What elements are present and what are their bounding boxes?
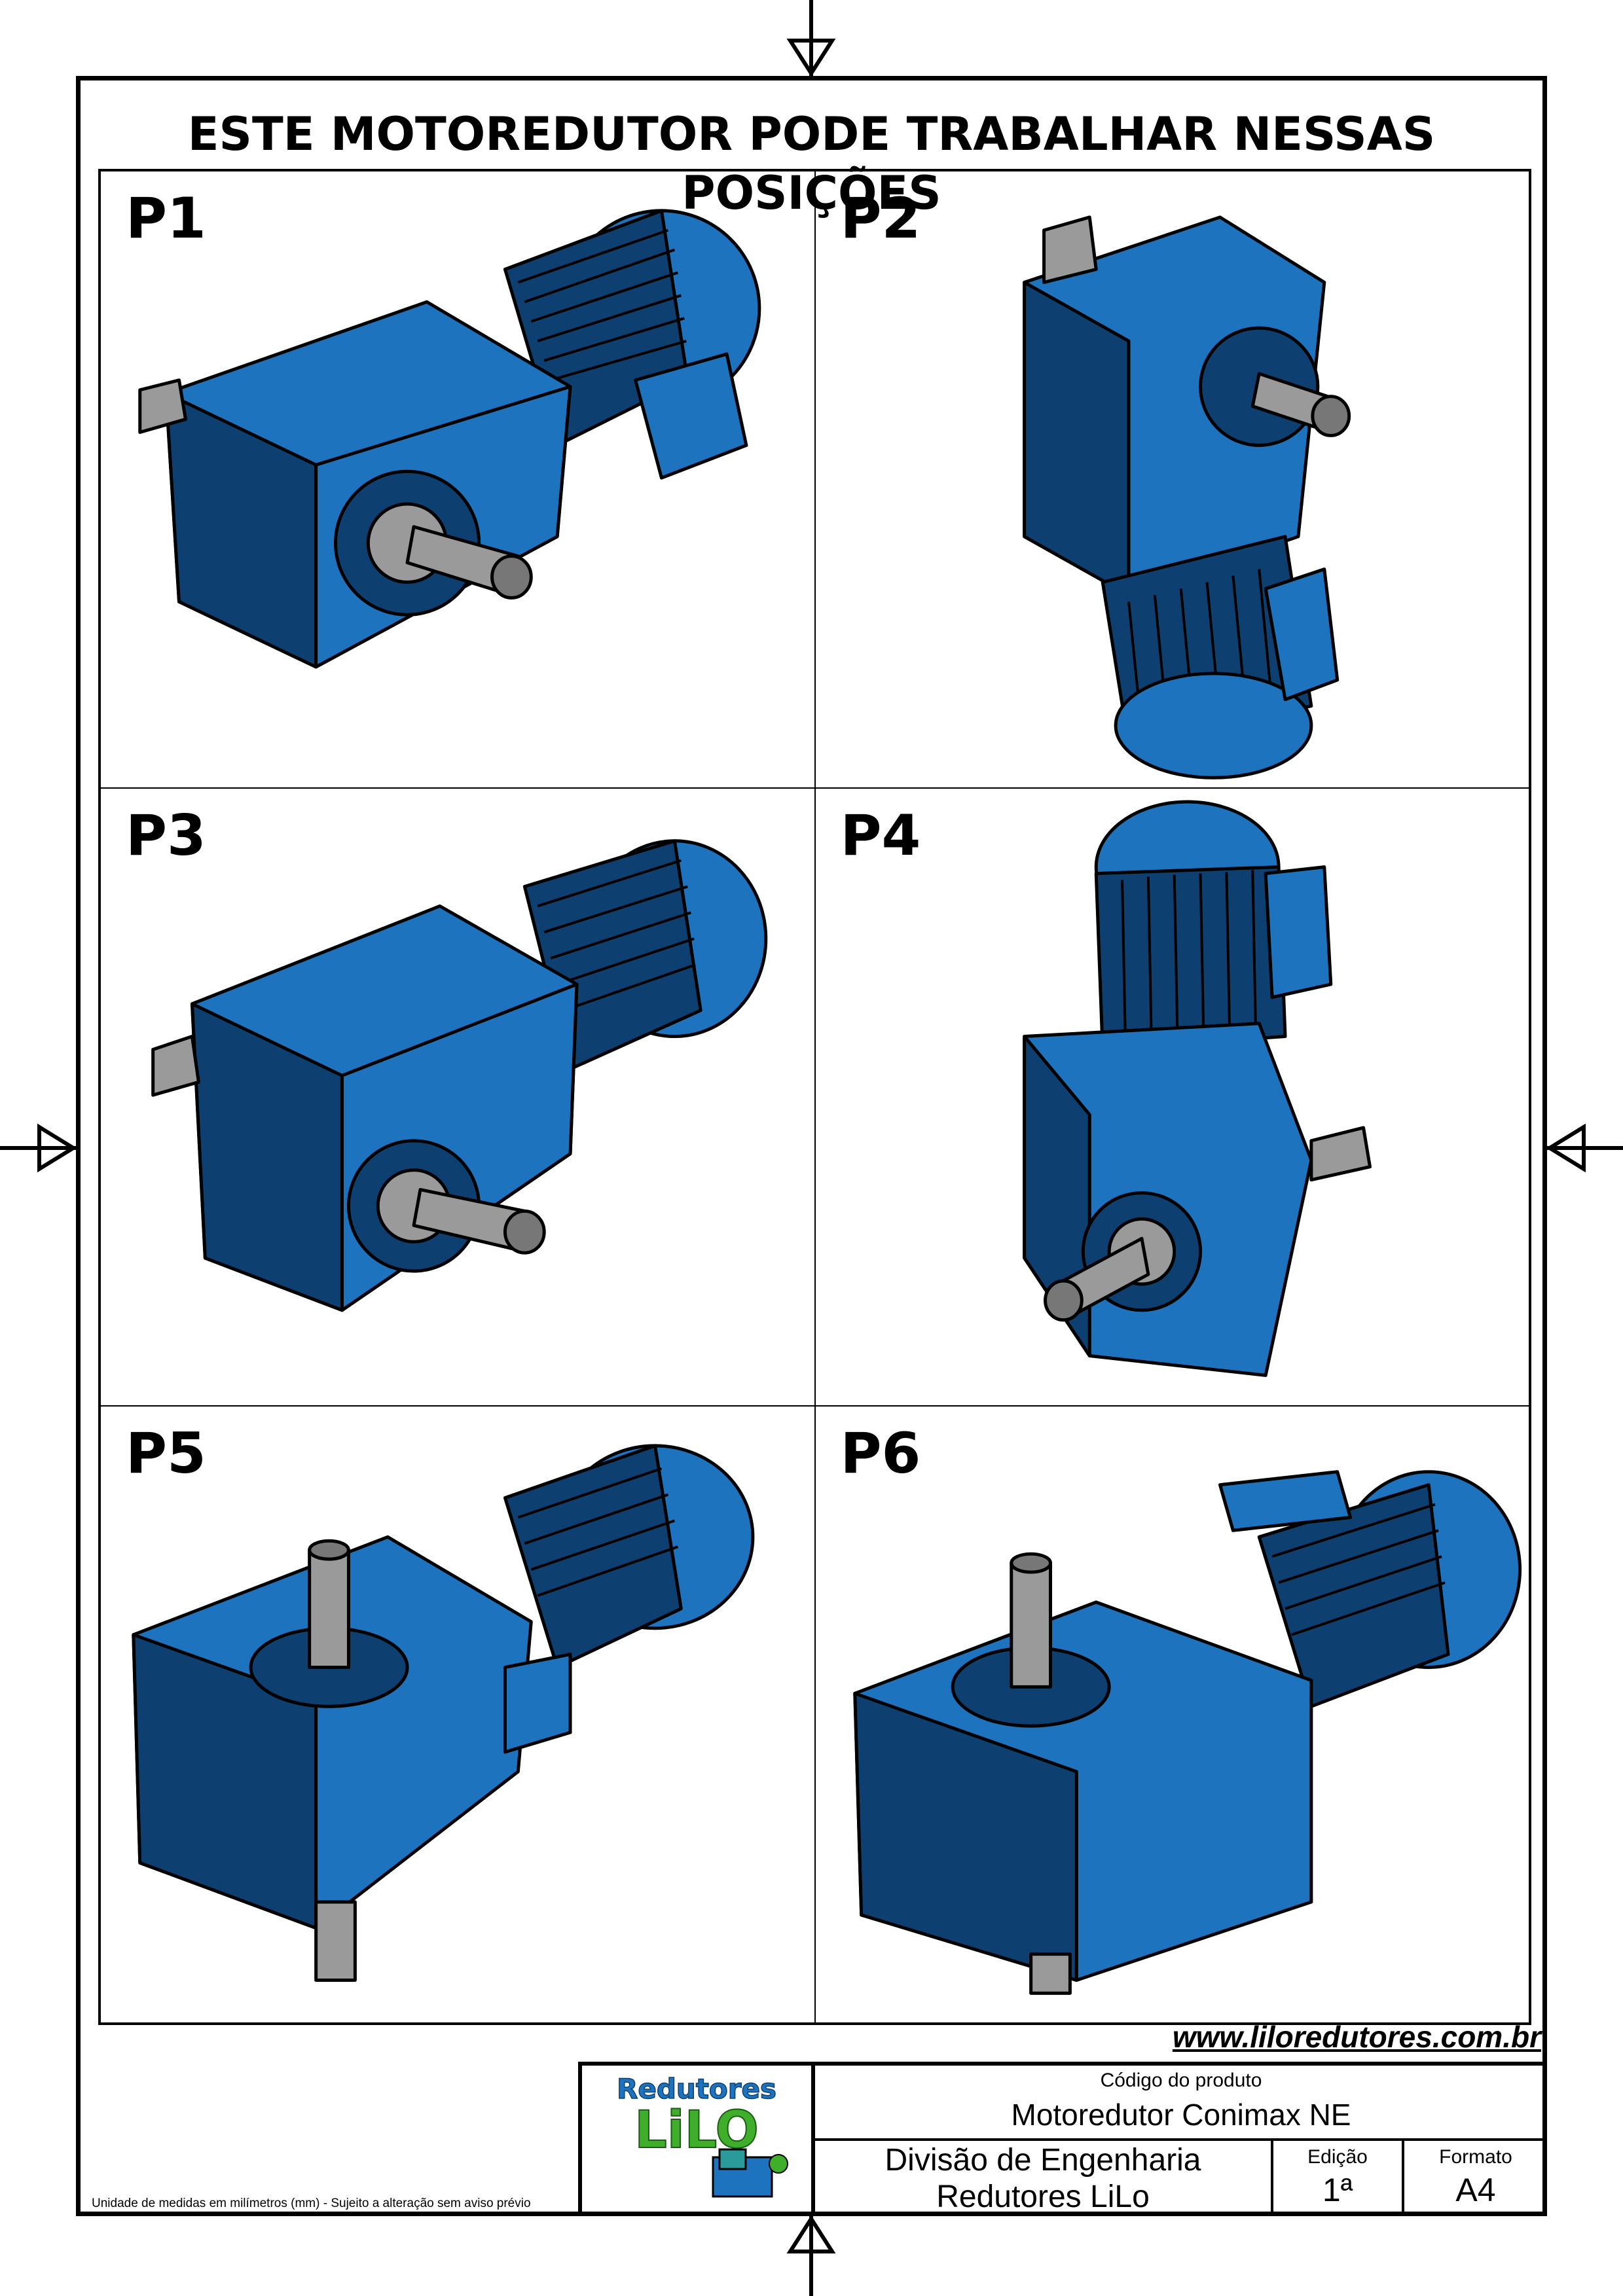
motoreducer-p1-image xyxy=(138,209,761,669)
edition-value: 1ª xyxy=(1322,2172,1353,2208)
edition-label: Edição xyxy=(1307,2146,1368,2168)
motoreducer-p5-image xyxy=(132,1444,755,1982)
format-value: A4 xyxy=(1455,2172,1496,2208)
page-title: ESTE MOTOREDUTOR PODE TRABALHAR NESSAS P… xyxy=(187,107,1436,220)
division-box: Divisão de Engenharia Redutores LiLo xyxy=(815,2141,1273,2216)
motoreducer-p3-image xyxy=(151,839,768,1312)
bottom-center-mark xyxy=(786,2216,836,2296)
position-cell-p6: P6 xyxy=(814,1405,1529,2023)
position-label: P1 xyxy=(126,186,206,251)
edition-box: Edição 1ª xyxy=(1273,2141,1404,2216)
company-logo: Redutores LiLO xyxy=(582,2066,815,2216)
position-label: P2 xyxy=(840,186,921,251)
motoreducer-p2-image xyxy=(1022,215,1351,780)
position-label: P5 xyxy=(126,1420,206,1486)
motoreducer-p4-image xyxy=(1022,800,1372,1378)
format-label: Formato xyxy=(1439,2146,1512,2168)
units-footnote: Unidade de medidas em milímetros (mm) - … xyxy=(92,2197,531,2210)
product-code-label: Código do produto xyxy=(1100,2070,1262,2091)
positions-grid: P1 P2 xyxy=(98,169,1531,2025)
division-line1: Divisão de Engenharia xyxy=(884,2143,1201,2178)
motoreducer-p6-image xyxy=(852,1469,1522,1995)
website-link[interactable]: www.liloredutores.com.br xyxy=(1172,2020,1541,2054)
top-center-mark xyxy=(786,0,836,77)
position-label: P3 xyxy=(126,803,206,869)
position-label: P4 xyxy=(840,803,921,869)
division-line2: Redutores LiLo xyxy=(936,2179,1150,2214)
position-cell-p1: P1 xyxy=(100,171,815,789)
position-label: P6 xyxy=(840,1420,921,1486)
format-box: Formato A4 xyxy=(1404,2141,1547,2216)
left-center-mark xyxy=(0,1123,77,1173)
logo-redutores-text: Redutores xyxy=(617,2073,776,2105)
logo-motor-icon xyxy=(712,2148,788,2198)
right-center-mark xyxy=(1546,1123,1623,1173)
position-cell-p3: P3 xyxy=(100,788,815,1406)
position-cell-p4: P4 xyxy=(814,788,1529,1406)
title-block: Redutores LiLO Código do produto Motored… xyxy=(578,2062,1547,2216)
position-cell-p5: P5 xyxy=(100,1405,815,2023)
product-code-box: Código do produto Motoredutor Conimax NE xyxy=(815,2066,1547,2141)
position-cell-p2: P2 xyxy=(814,171,1529,789)
product-code-value: Motoredutor Conimax NE xyxy=(1011,2098,1351,2132)
